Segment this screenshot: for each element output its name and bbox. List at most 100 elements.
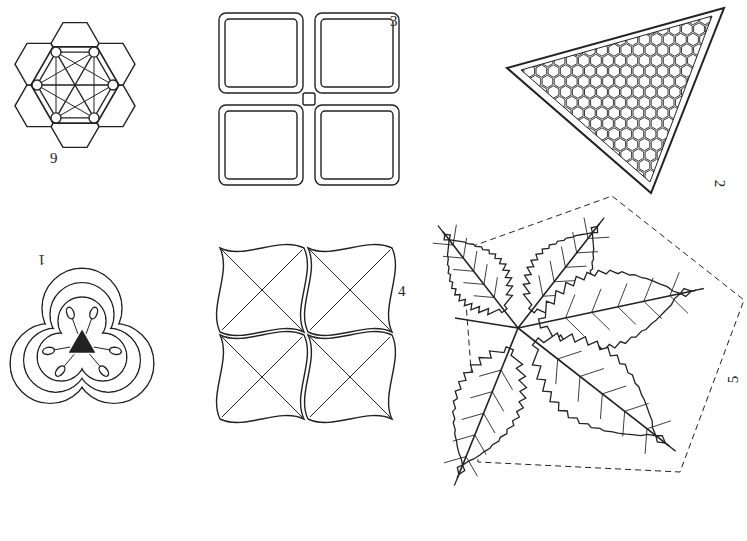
honeycomb-cell (506, 138, 517, 150)
leaf-vein (496, 370, 518, 390)
honeycomb-cell (657, 128, 668, 140)
honeycomb-cell (700, 12, 711, 24)
honeycomb-cell (633, 2, 644, 14)
honeycomb-cell (669, 86, 680, 98)
honeycomb-cell (518, 159, 529, 171)
honeycomb-cell (524, 86, 535, 98)
honeycomb-cell (530, 12, 541, 24)
honeycomb-cell (548, 65, 559, 77)
honeycomb-cell (591, 159, 602, 171)
honeycomb-cell (639, 159, 650, 171)
honeycomb-cell (645, 44, 656, 56)
honeycomb-cell (669, 107, 680, 119)
honeycomb-cell (578, 54, 589, 66)
honeycomb-cell (578, 138, 589, 150)
honeycomb-cell (597, 128, 608, 140)
honeycomb-cell (718, 149, 729, 161)
lattice-line (94, 52, 95, 118)
honeycomb-cell (651, 96, 662, 108)
leaf-vein (666, 272, 684, 295)
honeycomb-cell (578, 33, 589, 45)
honeycomb-cell (524, 191, 535, 203)
leaf (422, 315, 550, 499)
honeycomb-cell (663, 117, 674, 129)
honeycomb-cell (609, 170, 620, 182)
honeycomb-cell (688, 117, 699, 129)
honeycomb-cell (700, 201, 711, 213)
leaf-vein (592, 309, 610, 332)
center-triangle (70, 331, 94, 352)
honeycomb-cell (536, 191, 547, 203)
honeycomb-cell (694, 2, 705, 14)
honeycomb-cell (682, 191, 693, 203)
honeycomb-cell (730, 23, 741, 35)
inner-hexagon (31, 47, 119, 123)
honeycomb-cell (657, 170, 668, 182)
leaf-vein (580, 360, 604, 385)
honeycomb-cell (609, 107, 620, 119)
honeycomb-cell (675, 12, 686, 24)
honeycomb-cell (548, 44, 559, 56)
honeycomb-cell (688, 33, 699, 45)
honeycomb-cell (603, 33, 614, 45)
honeycomb-cell (645, 2, 656, 14)
honeycomb-cell (603, 201, 614, 213)
honeycomb-cell (682, 23, 693, 35)
leaf-vein (602, 377, 626, 402)
leaf-vein (463, 273, 483, 293)
leaf-vein (461, 457, 483, 477)
leaf-midrib (443, 232, 518, 328)
leaf-vein (553, 246, 574, 267)
honeycomb-cell (506, 117, 517, 129)
honeycomb-cell (597, 86, 608, 98)
honeycomb-cell (512, 2, 523, 14)
honeycomb-cell (585, 191, 596, 203)
honeycomb-cell (615, 201, 626, 213)
honeycomb-cell (500, 191, 511, 203)
honeycomb-cell (663, 33, 674, 45)
honeycomb-cell (627, 117, 638, 129)
honeycomb-cell (700, 54, 711, 66)
honeycomb-cell (651, 138, 662, 150)
honeycomb-cell (512, 86, 523, 98)
leaf-midrib (518, 328, 669, 446)
honeycomb-cell (706, 107, 717, 119)
honeycomb-cell (724, 33, 735, 45)
honeycomb-cell (712, 201, 723, 213)
leaf-vein (577, 242, 598, 263)
honeycomb-cell (603, 159, 614, 171)
honeycomb-cell (736, 180, 747, 192)
honeycomb-cell (700, 159, 711, 171)
leaf-vein (453, 260, 473, 280)
honeycomb-cell (597, 65, 608, 77)
honeycomb-cell (694, 149, 705, 161)
honeycomb-cell (651, 180, 662, 192)
honeycomb-cell (669, 2, 680, 14)
honeycomb-cell (603, 75, 614, 87)
honeycomb-cell (645, 23, 656, 35)
honeycomb-cell (542, 138, 553, 150)
honeycomb-cell (560, 170, 571, 182)
honeycomb-cell (603, 54, 614, 66)
honeycomb-cell (730, 44, 741, 56)
honeycomb-cell (512, 170, 523, 182)
honeycomb-cell (706, 44, 717, 56)
honeycomb-cell (554, 75, 565, 87)
diagonal (310, 250, 390, 330)
honeycomb-cell (512, 149, 523, 161)
honeycomb-cell (736, 201, 747, 213)
honeycomb-cell (542, 12, 553, 24)
honeycomb-cell (560, 128, 571, 140)
honeycomb-cell (633, 86, 644, 98)
honeycomb-cell (572, 149, 583, 161)
honeycomb-cell (615, 180, 626, 192)
honeycomb-cell (578, 75, 589, 87)
leaf-vein (558, 342, 582, 367)
wavy-square (305, 332, 396, 423)
leaf-vein (565, 256, 586, 277)
honeycomb-cell (688, 201, 699, 213)
honeycomb-cell (542, 33, 553, 45)
honeycomb-cell (500, 149, 511, 161)
honeycomb-cell (524, 65, 535, 77)
honeycomb-cell (609, 86, 620, 98)
